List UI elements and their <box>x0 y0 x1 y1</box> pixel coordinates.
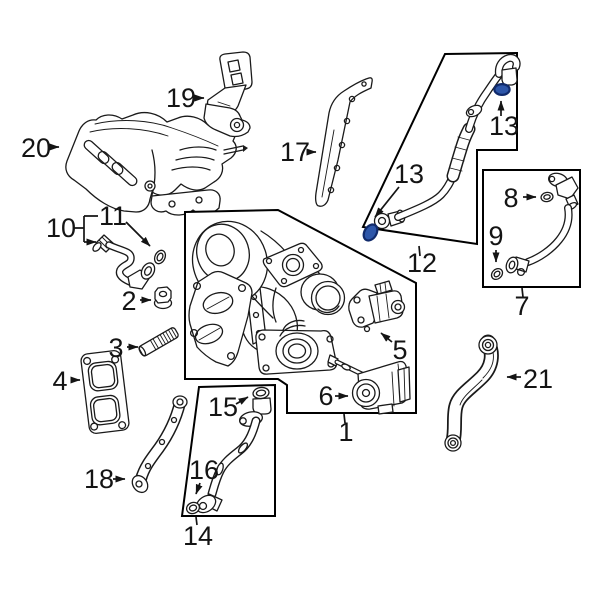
callout-2-label: 2 <box>121 286 136 316</box>
callout-14-label: 14 <box>183 521 213 551</box>
part-5-valve-illustration <box>348 280 406 333</box>
callout-10-label: 10 <box>46 213 76 243</box>
callout-21-label: 21 <box>523 364 553 394</box>
part-15-oring-illustration <box>252 386 270 400</box>
callout-13-upper: 13 <box>489 100 519 141</box>
callout-19-label: 19 <box>166 83 196 113</box>
callout-18-label: 18 <box>84 464 114 494</box>
part-20-heat-shield-illustration <box>65 111 248 216</box>
callout-10: 10 <box>46 213 98 246</box>
callout-4-label: 4 <box>52 366 67 396</box>
callout-14: 14 <box>183 516 213 551</box>
callout-17-label: 17 <box>280 137 310 167</box>
part-13-oring-upper-highlighted[interactable] <box>493 82 511 96</box>
box-1-group <box>184 208 417 415</box>
callout-17: 17 <box>280 137 317 167</box>
part-2-nut-illustration <box>153 286 173 310</box>
callout-6: 6 <box>318 381 349 411</box>
callout-12: 12 <box>407 245 437 278</box>
part-9-oring-illustration <box>490 267 504 281</box>
callout-8: 8 <box>503 183 537 213</box>
box-14-group <box>180 383 276 517</box>
callout-13-lower: 13 <box>374 159 424 218</box>
callout-7-label: 7 <box>514 291 529 321</box>
callout-5: 5 <box>380 332 408 365</box>
part-14-hose-illustration <box>195 397 272 514</box>
part-19-bracket-illustration <box>203 51 253 138</box>
callout-8-label: 8 <box>503 183 518 213</box>
callout-3-label: 3 <box>108 333 123 363</box>
part-3-stud-illustration <box>138 327 179 357</box>
callouts: 20 19 17 12 13 13 8 9 <box>21 83 553 551</box>
callout-11-label: 11 <box>99 201 127 231</box>
part-10-pipe-illustration <box>92 234 156 290</box>
part-11-oring-illustration <box>153 249 167 265</box>
callout-2: 2 <box>121 286 152 316</box>
callout-19: 19 <box>166 83 205 113</box>
callout-3: 3 <box>108 333 139 363</box>
callout-20: 20 <box>21 133 60 163</box>
callout-18: 18 <box>84 464 126 494</box>
callout-21: 21 <box>506 364 553 394</box>
part-18-gasket-strip-illustration <box>131 395 188 494</box>
callout-1-label: 1 <box>338 417 353 447</box>
callout-13-upper-label: 13 <box>489 111 519 141</box>
callout-12-label: 12 <box>407 248 437 278</box>
callout-16: 16 <box>189 455 219 495</box>
callout-1: 1 <box>338 413 354 447</box>
part-6-actuator-illustration <box>327 354 411 415</box>
box-12-group <box>361 51 521 246</box>
part-8-oring-illustration <box>540 191 554 203</box>
callout-15: 15 <box>208 392 249 422</box>
callout-11: 11 <box>99 201 151 247</box>
part-12-hose-illustration <box>373 53 521 230</box>
part-1-turbocharger-illustration <box>188 220 346 375</box>
callout-20-label: 20 <box>21 133 51 163</box>
box-7-group <box>482 169 581 288</box>
callout-9-label: 9 <box>488 221 503 251</box>
part-21-bracket-illustration <box>444 334 499 452</box>
callout-9: 9 <box>488 221 504 263</box>
callout-4: 4 <box>52 366 81 396</box>
callout-13-lower-label: 13 <box>394 159 424 189</box>
callout-7: 7 <box>514 287 530 321</box>
part-7-hose-illustration <box>505 172 579 277</box>
part-13-oring-lower-highlighted[interactable] <box>361 222 380 243</box>
callout-15-label: 15 <box>208 392 238 422</box>
part-4-gasket-illustration <box>80 350 130 434</box>
callout-16-label: 16 <box>189 455 219 485</box>
callout-5-label: 5 <box>392 335 407 365</box>
part-17-bracket-illustration <box>314 77 373 207</box>
part-16-oring-illustration <box>185 501 201 515</box>
callout-6-label: 6 <box>318 381 333 411</box>
